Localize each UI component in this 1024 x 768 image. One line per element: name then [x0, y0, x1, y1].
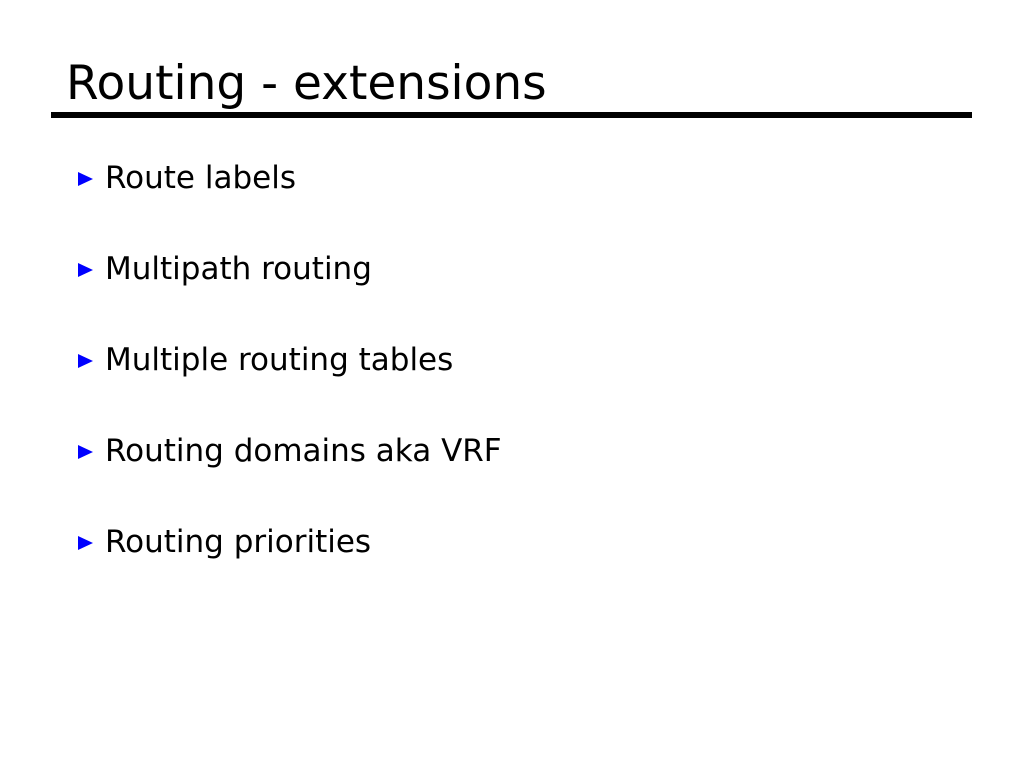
- bullet-item: Multipath routing: [78, 241, 502, 297]
- bullet-text: Routing priorities: [105, 524, 372, 560]
- bullet-text: Multipath routing: [105, 251, 372, 287]
- bullet-item: Route labels: [78, 150, 502, 206]
- bullet-text: Route labels: [105, 160, 296, 196]
- bullet-list: Route labels Multipath routing Multiple …: [78, 150, 502, 605]
- bullet-item: Routing priorities: [78, 514, 502, 570]
- triangle-right-icon: [78, 263, 93, 277]
- title-underline: [51, 112, 972, 118]
- triangle-right-icon: [78, 172, 93, 186]
- bullet-item: Multiple routing tables: [78, 332, 502, 388]
- slide-title: Routing - extensions: [66, 56, 547, 111]
- triangle-right-icon: [78, 536, 93, 550]
- bullet-item: Routing domains aka VRF: [78, 423, 502, 479]
- triangle-right-icon: [78, 445, 93, 459]
- bullet-text: Multiple routing tables: [105, 342, 454, 378]
- triangle-right-icon: [78, 354, 93, 368]
- bullet-text: Routing domains aka VRF: [105, 433, 502, 469]
